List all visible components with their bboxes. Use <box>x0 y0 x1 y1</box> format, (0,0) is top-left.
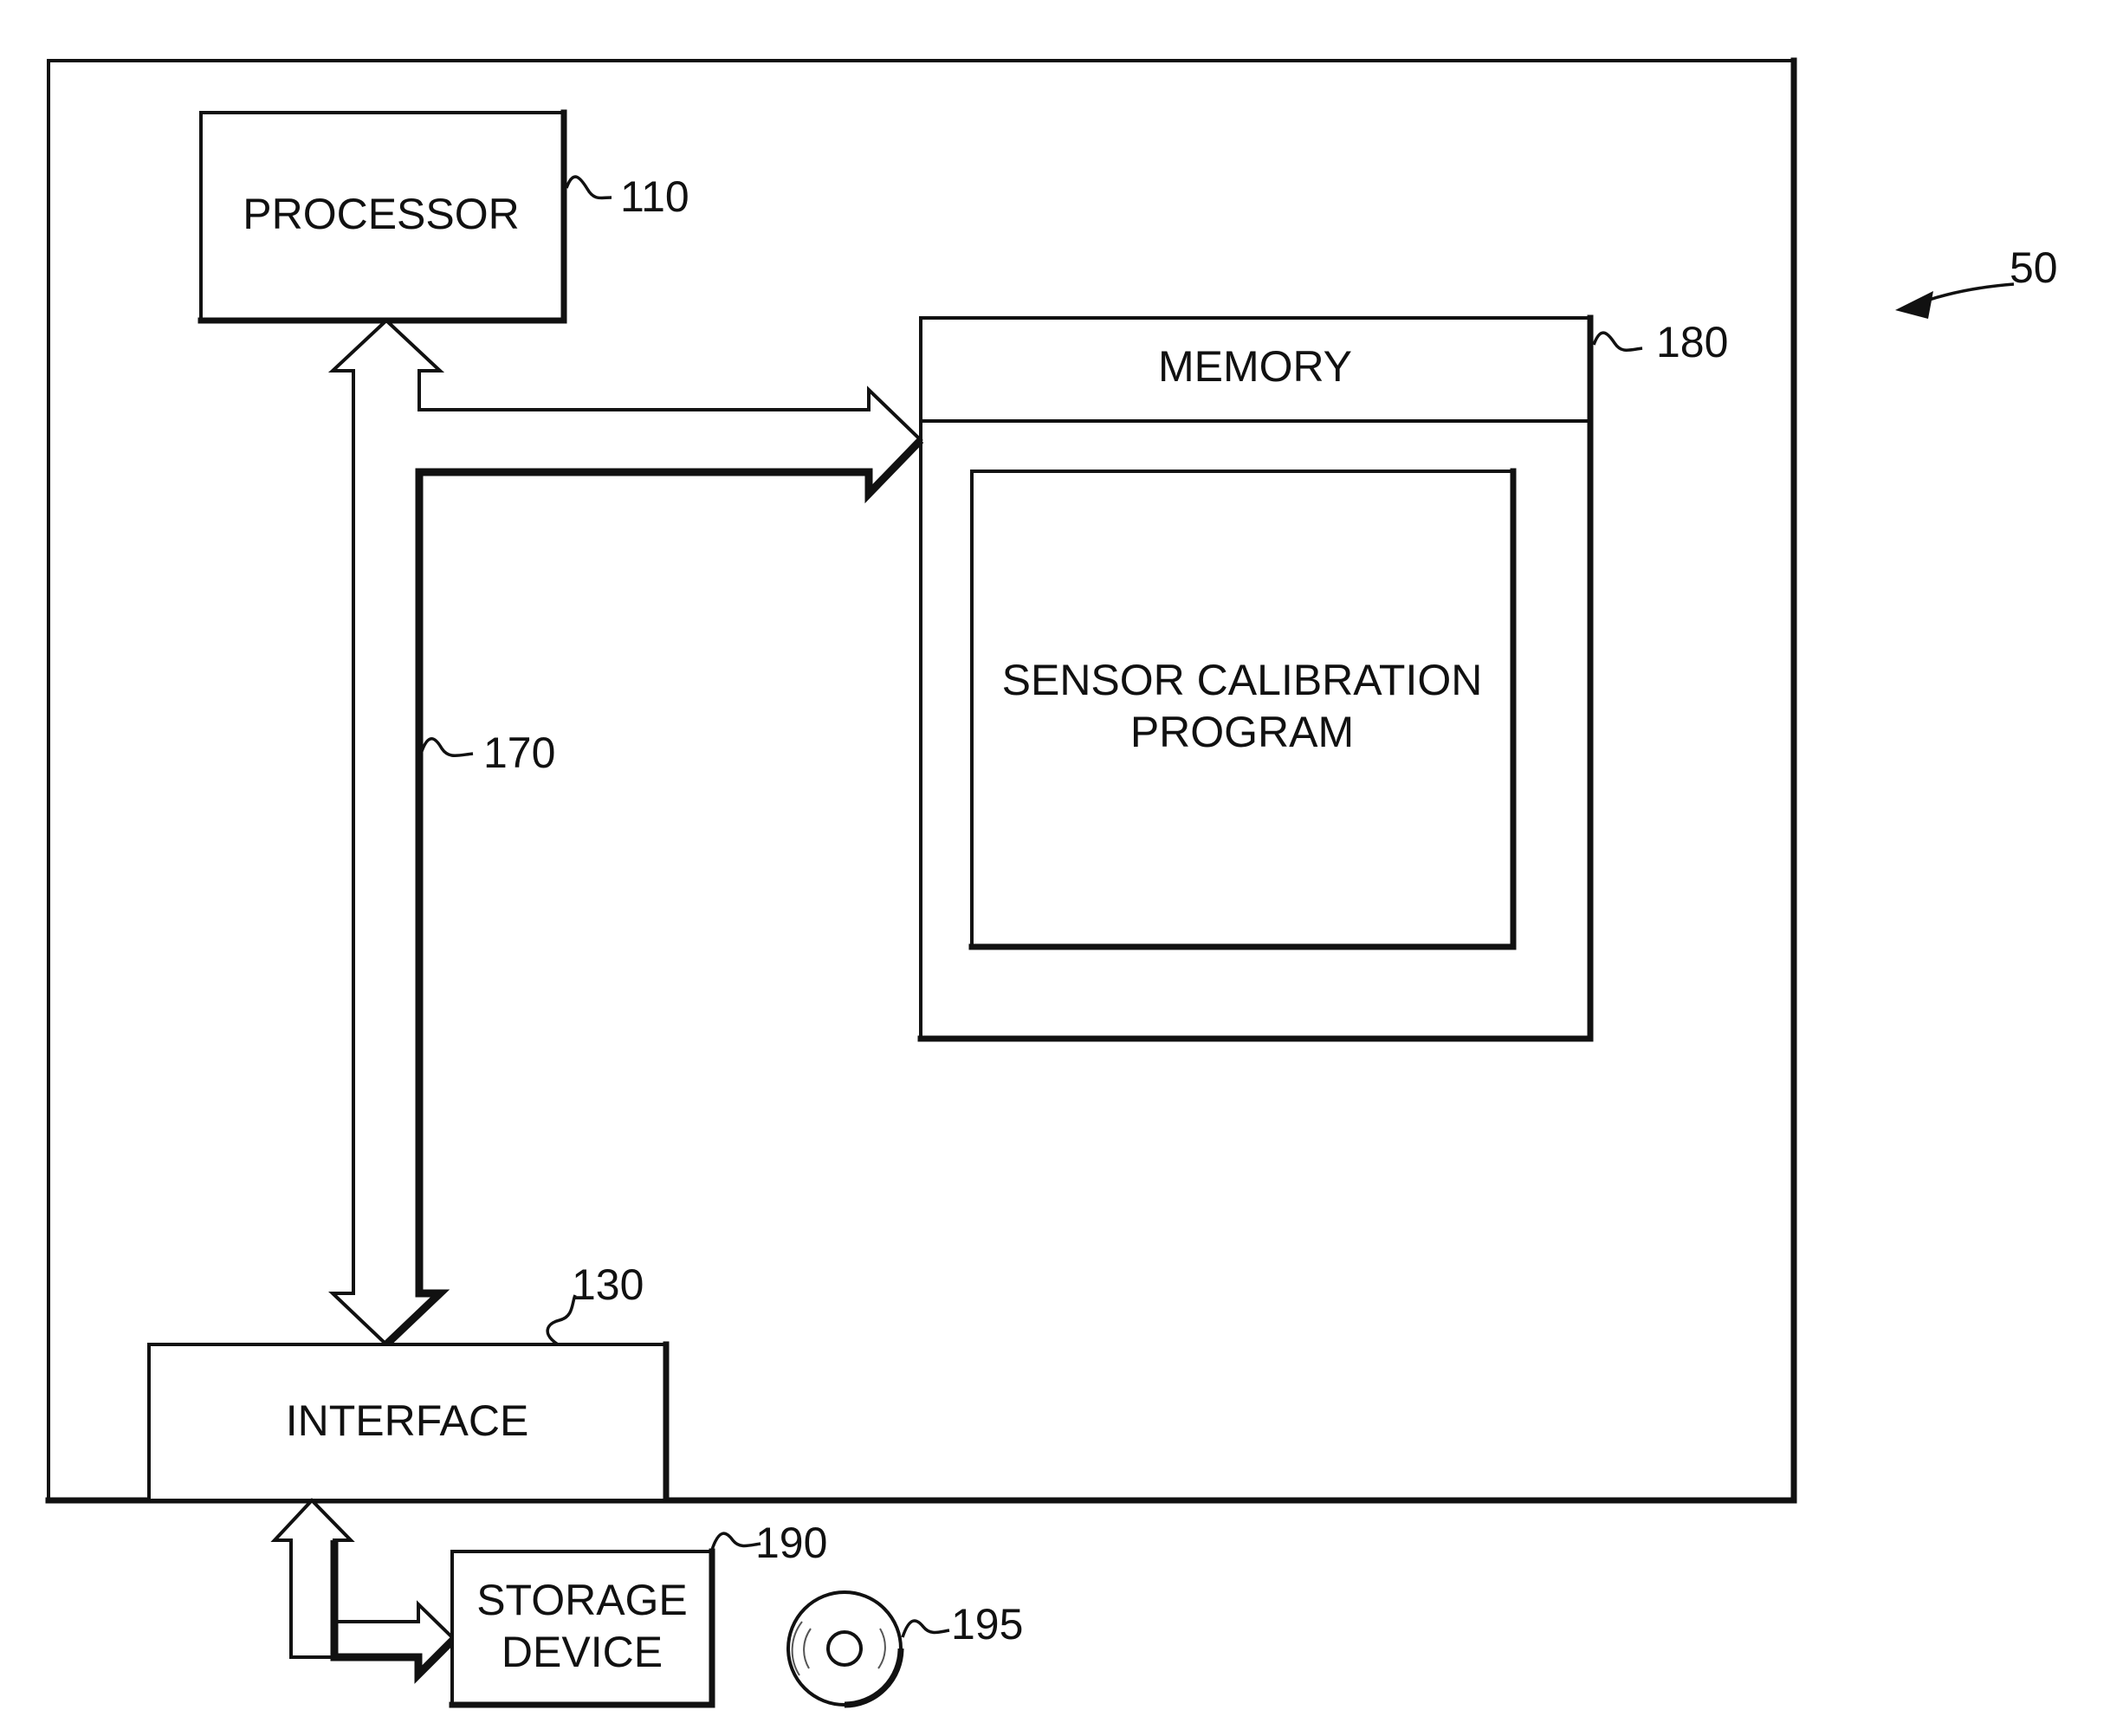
interface-label: INTERFACE <box>286 1396 529 1445</box>
storage-ref: 190 <box>755 1519 827 1567</box>
disc-ref-leader <box>903 1621 949 1637</box>
interface-ref: 130 <box>572 1260 644 1309</box>
program-label-line2: PROGRAM <box>1130 708 1354 756</box>
memory-label: MEMORY <box>1158 342 1352 391</box>
processor-ref: 110 <box>620 172 689 221</box>
interface-storage-arrow <box>275 1500 454 1674</box>
program-label-line1: SENSOR CALIBRATION <box>1002 656 1483 704</box>
figure-ref-arrow <box>1895 284 2014 319</box>
storage-ref-leader <box>712 1533 761 1550</box>
optical-disc-icon <box>788 1592 901 1705</box>
memory-ref: 180 <box>1656 318 1728 366</box>
storage-label-line1: STORAGE <box>476 1576 688 1624</box>
figure-ref-label: 50 <box>2010 243 2058 292</box>
disc-ref: 195 <box>951 1600 1023 1649</box>
processor-label: PROCESSOR <box>243 190 520 238</box>
bus-ref: 170 <box>483 729 555 777</box>
storage-label-line2: DEVICE <box>502 1628 663 1676</box>
